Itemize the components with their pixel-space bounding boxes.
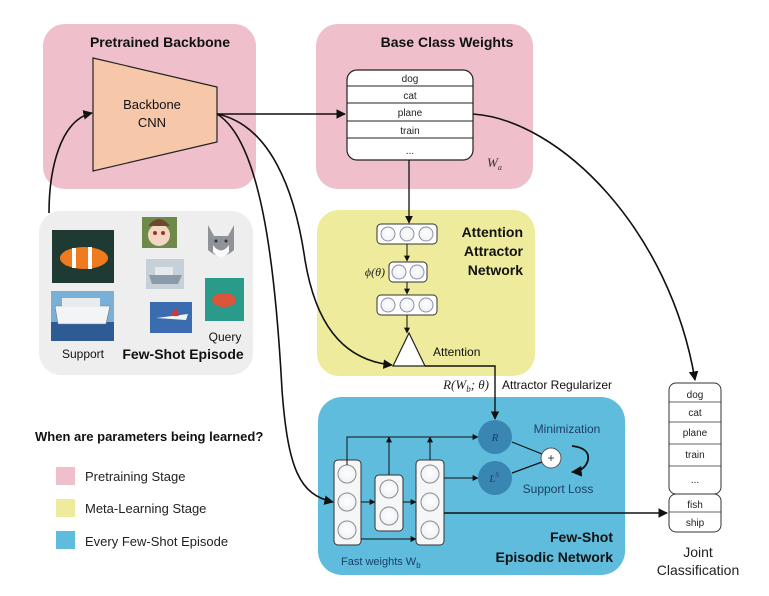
backbone-cnn-trapezoid [92, 57, 218, 172]
support-loss-node [478, 461, 512, 495]
image-cat [208, 225, 234, 257]
episodic-network-title-1: Few-Shot [550, 529, 613, 545]
sum-node [540, 447, 562, 469]
arrow-backbone-to-attention [216, 113, 393, 369]
joint-class-train: train [685, 450, 704, 461]
legend-label-meta-learning: Meta-Learning Stage [85, 501, 206, 516]
backbone-cnn-label-2: CNN [138, 115, 166, 130]
arrow-attention-to-regularizer [425, 365, 500, 420]
support-label: Support [62, 347, 105, 361]
minimization-label: Minimization [534, 422, 601, 436]
legend: When are parameters being learned? Pretr… [35, 429, 263, 549]
joint-label-2: Classification [657, 562, 739, 578]
fast-weights-label: Fast weights Wb [341, 556, 421, 570]
base-class-dog: dog [402, 74, 419, 85]
episodic-network-panel: Few-Shot Episodic Network R LS + Mini [318, 397, 625, 575]
base-class-plane: plane [398, 108, 423, 119]
pretrained-backbone-title: Pretrained Backbone [90, 34, 230, 50]
legend-label-episode: Every Few-Shot Episode [85, 534, 228, 549]
joint-novel-table [668, 493, 722, 533]
joint-class-dog: dog [687, 390, 704, 401]
base-class-weights-title: Base Class Weights [381, 34, 514, 50]
regularizer-node-label: R [491, 432, 499, 444]
attention-triangle [392, 331, 426, 367]
support-loss-label: Support Loss [523, 482, 594, 496]
joint-classification: dog cat plane train ... fish ship Joint … [657, 382, 739, 578]
base-class-cat: cat [403, 91, 417, 102]
regularizer-formula: R(Wb; θ) [442, 377, 489, 394]
legend-swatch-pretraining [56, 467, 75, 485]
arrow-layer1-to-r [346, 434, 479, 465]
wa-symbol: Wa [487, 155, 502, 172]
attention-attractor-title-3: Network [468, 262, 523, 278]
attention-attractor-title-1: Attention [462, 224, 523, 240]
episodic-network-title-2: Episodic Network [496, 549, 614, 565]
arrow-episode-to-backbone [48, 110, 93, 214]
image-cruise-ship [51, 291, 114, 341]
image-clownfish [52, 230, 114, 283]
joint-label-1: Joint [683, 544, 713, 560]
query-label: Query [209, 330, 242, 344]
sum-node-label: + [547, 451, 554, 465]
arrow-backbone-to-episodic [216, 113, 334, 505]
attention-attractor-title-2: Attractor [464, 243, 524, 259]
legend-label-pretraining: Pretraining Stage [85, 469, 185, 484]
regularizer-node [478, 420, 512, 454]
attention-label: Attention [433, 345, 480, 359]
joint-class-cat: cat [688, 408, 702, 419]
legend-swatch-meta-learning [56, 499, 75, 517]
meta-learning-region [317, 210, 535, 376]
base-class-train: train [400, 126, 419, 137]
joint-class-plane: plane [683, 428, 708, 439]
image-fish-red [205, 278, 244, 321]
support-loss-node-label: LS [488, 471, 499, 485]
few-shot-episode-title: Few-Shot Episode [122, 346, 244, 362]
joint-class-ship: ship [686, 518, 705, 529]
joint-class-fish: fish [687, 500, 703, 511]
base-class-ellipsis: ... [406, 146, 414, 157]
arrow-weights-to-joint [472, 113, 699, 381]
phi-theta-label: ϕ(θ) [365, 265, 385, 279]
legend-swatch-episode [56, 531, 75, 549]
joint-class-ellipsis: ... [691, 475, 699, 486]
image-cartoon-face [142, 217, 177, 248]
base-class-weights-panel: Base Class Weights dog cat plane train .… [316, 24, 533, 189]
minimization-loop-arrow [570, 445, 590, 477]
image-airplane [150, 302, 192, 333]
backbone-cnn-label-1: Backbone [123, 97, 181, 112]
attractor-regularizer-label: Attractor Regularizer [502, 378, 612, 392]
attention-attractor-panel: Attention Attractor Network ϕ(θ) Attenti… [317, 160, 535, 376]
few-shot-episode-panel: Query Support Few-Shot Episode [39, 211, 253, 375]
image-ship-gray [146, 259, 184, 289]
pretrained-backbone-panel: Pretrained Backbone Backbone CNN [43, 24, 256, 189]
legend-question: When are parameters being learned? [35, 429, 263, 444]
